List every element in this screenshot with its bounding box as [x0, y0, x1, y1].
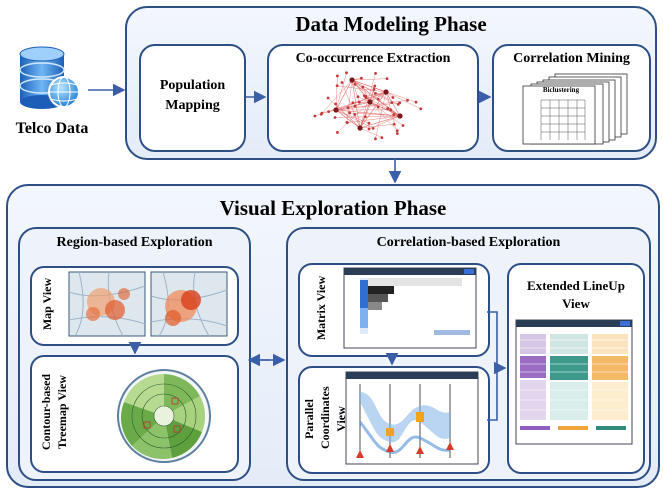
biclustering-stack-image	[515, 70, 635, 146]
extended-lineup-view-title-line1: Extended LineUp	[527, 278, 625, 293]
population-mapping-label-line1: Population	[159, 78, 226, 93]
treemap-view-label-line2: Treemap View	[55, 375, 69, 449]
cooccurrence-extraction-title: Co-occurrence Extraction	[295, 51, 451, 66]
biclustering-card-title: Biclustering	[542, 86, 580, 94]
visual-exploration-phase-title: Visual Exploration Phase	[219, 196, 447, 220]
population-mapping-box[interactable]	[139, 44, 246, 152]
region-based-exploration-title: Region-based Exploration	[56, 235, 213, 250]
treemap-view-label-line1: Contour-based	[39, 373, 53, 451]
parallel-coordinates-label-line1: Parallel	[302, 399, 316, 439]
matrix-view-thumbnail	[343, 267, 477, 349]
parallel-coordinates-thumbnail	[345, 371, 479, 465]
correlation-based-exploration-title: Correlation-based Exploration	[376, 235, 561, 250]
extended-lineup-thumbnail	[515, 319, 633, 445]
data-modeling-phase-title: Data Modeling Phase	[295, 12, 487, 36]
map-view-thumbnail-left	[68, 271, 146, 337]
correlation-mining-title: Correlation Mining	[513, 51, 630, 66]
map-view-thumbnail-right	[150, 271, 228, 337]
matrix-view-label: Matrix View	[314, 275, 328, 341]
extended-lineup-view-title-line2: View	[562, 296, 590, 311]
telco-database-icon	[16, 44, 86, 114]
population-mapping-label-line2: Mapping	[165, 98, 220, 113]
map-view-label: Map View	[40, 277, 54, 331]
cooccurrence-graph-image	[300, 66, 450, 146]
telco-data-label: Telco Data	[15, 120, 89, 137]
parallel-coordinates-label-line2: Coordinates	[318, 386, 332, 449]
treemap-radial-image	[114, 366, 214, 466]
